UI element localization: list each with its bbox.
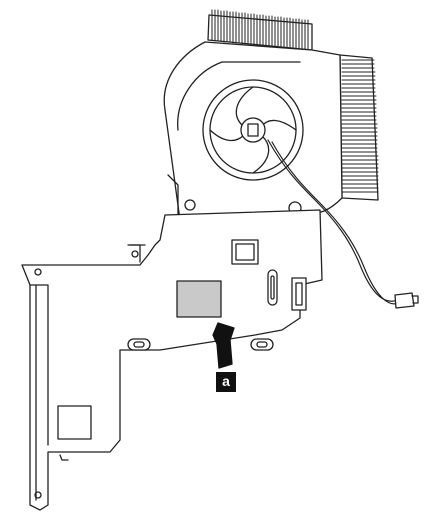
- fan-cable: [267, 139, 419, 309]
- heat-plate: [21, 209, 323, 511]
- center-bracket: [231, 239, 259, 265]
- right-heatsink-fins: [339, 54, 379, 201]
- callout-arrow: [212, 322, 235, 369]
- thermal-pad-secondary: [57, 405, 92, 440]
- fan-rotor: [184, 79, 304, 215]
- callout-label-a: a: [216, 372, 236, 392]
- thermal-pad: [176, 280, 222, 318]
- mounting-slots: [127, 269, 307, 351]
